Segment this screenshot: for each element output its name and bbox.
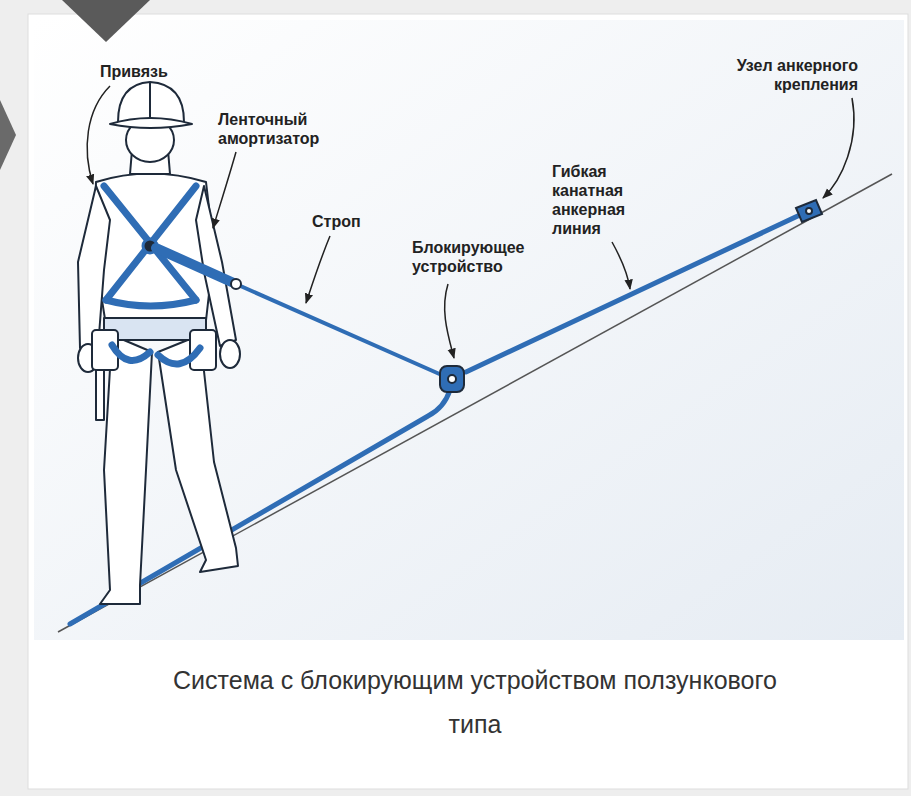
leader-lines-part [306, 236, 330, 303]
part-label: Привязь [100, 62, 200, 81]
harness-part [104, 186, 196, 300]
leader-lines-part [612, 242, 630, 289]
figure-caption: Система с блокирующим устройством ползун… [155, 658, 795, 746]
rope-grab-part [440, 366, 464, 392]
leader-lines-part [445, 284, 454, 358]
worker-part [190, 330, 216, 370]
frame-part [62, 0, 150, 42]
part-label: Блокирующее устройство [412, 238, 544, 276]
part-label: Узел анкерного крепления [690, 56, 858, 94]
leader-lines [87, 86, 854, 358]
frame-part [34, 20, 904, 640]
harness-part [106, 300, 196, 306]
worker-part [96, 370, 104, 420]
harness-part [158, 348, 200, 364]
lanyard-part [231, 279, 241, 289]
leader-lines-part [87, 86, 110, 184]
anchor-line-part [466, 214, 802, 372]
worker [78, 82, 240, 604]
worker-part [110, 118, 192, 128]
worker-part [149, 83, 151, 118]
lanyard [156, 248, 444, 376]
rope-grab [440, 366, 464, 392]
roof-slope [58, 174, 892, 632]
frame-part [28, 14, 908, 789]
worker-part [94, 174, 214, 339]
part-label: Строп [312, 212, 384, 231]
worker-part [220, 340, 240, 368]
anchor-point-part [806, 208, 812, 214]
harness-part [112, 345, 150, 361]
worker-part [100, 335, 152, 604]
lanyard-part [236, 284, 444, 376]
roof-slope-part [58, 174, 892, 632]
anchor-point-part [796, 200, 822, 222]
harness [104, 186, 200, 364]
lanyard-part [156, 248, 236, 284]
part-label: Ленточный амортизатор [218, 110, 330, 148]
worker-part [118, 82, 184, 122]
anchor-point [796, 200, 822, 222]
harness-part [106, 186, 196, 300]
frame-part [0, 100, 16, 170]
rope-grab-part [448, 375, 456, 383]
leader-lines-part [823, 98, 854, 198]
leader-lines-part [213, 152, 236, 228]
part-label: Гибкая канатная анкерная линия [552, 162, 648, 238]
